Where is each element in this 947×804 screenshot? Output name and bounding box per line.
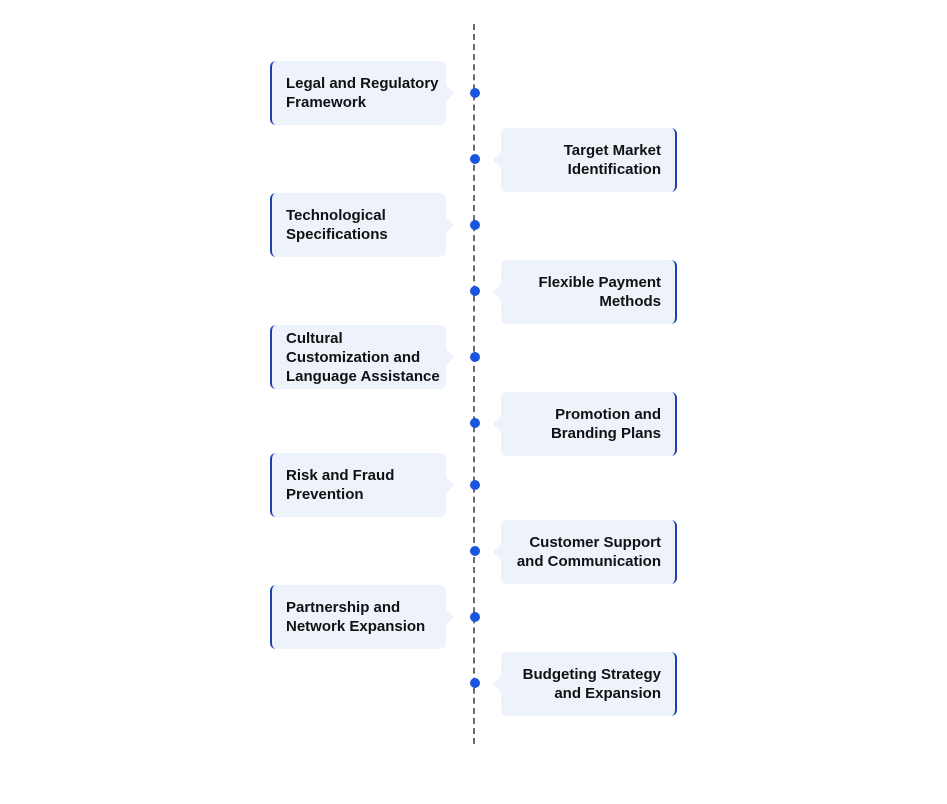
timeline-card-technological-specs: Technological Specifications (270, 193, 454, 257)
timeline-card-customer-support: Customer Support and Communication (493, 520, 677, 584)
timeline-card-flexible-payment: Flexible Payment Methods (493, 260, 677, 324)
timeline-dot-5 (470, 352, 480, 362)
timeline-dot-8 (470, 546, 480, 556)
timeline-card-label: Target Market Identification (563, 142, 661, 178)
timeline-card-budgeting-strategy: Budgeting Strategy and Expansion (493, 652, 677, 716)
timeline-card-label: Promotion and Branding Plans (550, 406, 661, 442)
timeline-card-risk-fraud: Risk and Fraud Prevention (270, 453, 454, 517)
timeline-dot-10 (470, 678, 480, 688)
timeline-card-label: Customer Support and Communication (516, 534, 661, 570)
timeline-dot-3 (470, 220, 480, 230)
timeline-card-label: Technological Specifications (286, 207, 388, 243)
timeline-card-legal-regulatory: Legal and Regulatory Framework (270, 61, 454, 125)
timeline-dot-7 (470, 480, 480, 490)
timeline-card-target-market: Target Market Identification (493, 128, 677, 192)
timeline-dot-1 (470, 88, 480, 98)
timeline-card-label: Partnership and Network Expansion (286, 599, 426, 635)
timeline-axis-line (473, 24, 475, 744)
timeline-card-label: Budgeting Strategy and Expansion (522, 666, 661, 702)
timeline-dot-6 (470, 418, 480, 428)
timeline-card-partnership-network: Partnership and Network Expansion (270, 585, 454, 649)
timeline-card-label: Risk and Fraud Prevention (286, 467, 395, 503)
timeline-card-label: Legal and Regulatory Framework (286, 75, 439, 111)
timeline-card-promotion-branding: Promotion and Branding Plans (493, 392, 677, 456)
timeline-dot-9 (470, 612, 480, 622)
timeline-card-label: Flexible Payment Methods (538, 274, 661, 310)
timeline-card-cultural-customization: Cultural Customization and Language Assi… (270, 325, 454, 389)
timeline-card-label: Cultural Customization and Language Assi… (286, 329, 440, 385)
timeline-dot-4 (470, 286, 480, 296)
timeline-dot-2 (470, 154, 480, 164)
